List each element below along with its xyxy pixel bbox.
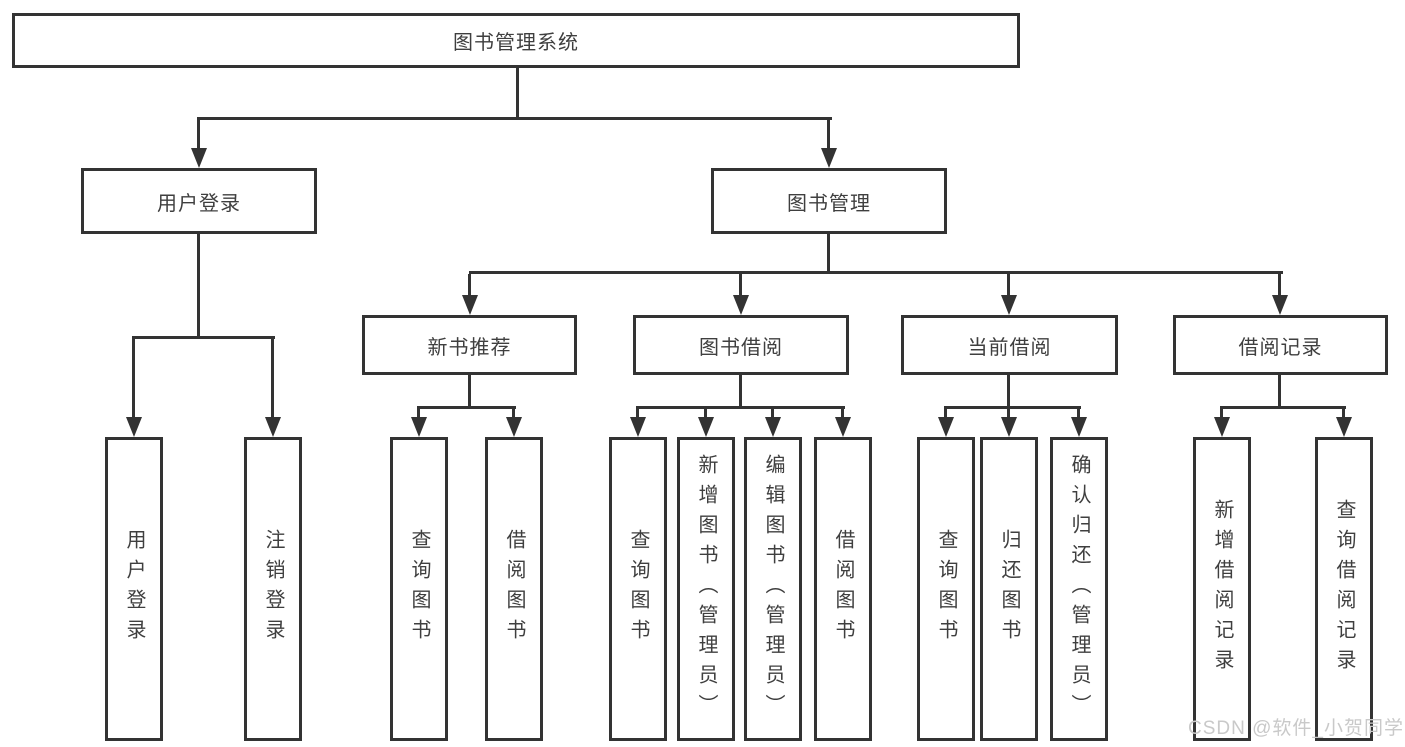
node-library-management-system: 图书管理系统 <box>12 13 1020 68</box>
connector-stem-leaf <box>512 409 515 419</box>
connector-stem-leaf <box>771 409 774 419</box>
leaf-current-query-books: 查询图书 <box>917 437 975 741</box>
leaf-label: 借阅图书 <box>503 529 525 649</box>
connector-user-login-stem <box>197 234 200 339</box>
arrowhead-down-icon <box>191 148 207 168</box>
connector-book-borrowing-stem <box>739 375 742 409</box>
connector-stem-leaf <box>271 339 274 419</box>
arrowhead-down-icon <box>411 417 427 437</box>
leaf-label: 查询借阅记录 <box>1333 499 1355 679</box>
connector-book-borrowing-split <box>636 406 845 409</box>
connector-new-book-stem <box>468 375 471 409</box>
node-label: 图书管理系统 <box>453 32 579 54</box>
leaf-confirm-return-admin: 确认归还（管理员） <box>1050 437 1108 741</box>
arrowhead-down-icon <box>630 417 646 437</box>
leaf-newbook-query-books: 查询图书 <box>390 437 448 741</box>
leaf-edit-book-admin: 编辑图书（管理员） <box>744 437 802 741</box>
arrowhead-down-icon <box>698 417 714 437</box>
connector-stem-current-borrowing <box>1007 274 1010 297</box>
connector-root-stem <box>516 68 519 120</box>
leaf-label: 查询图书 <box>627 529 649 649</box>
leaf-query-borrow-record: 查询借阅记录 <box>1315 437 1373 741</box>
leaf-logout: 注销登录 <box>244 437 302 741</box>
arrowhead-down-icon <box>1001 295 1017 315</box>
node-borrowing-records: 借阅记录 <box>1173 315 1388 375</box>
arrowhead-down-icon <box>821 148 837 168</box>
connector-root-split <box>197 117 832 120</box>
node-label: 新书推荐 <box>427 336 512 359</box>
node-current-borrowing: 当前借阅 <box>901 315 1118 375</box>
connector-stem-leaf <box>1220 409 1223 419</box>
node-book-borrowing: 图书借阅 <box>633 315 849 375</box>
leaf-label: 新增图书（管理员） <box>695 454 717 724</box>
connector-stem-leaf <box>841 409 844 419</box>
connector-book-management-stem <box>827 234 830 274</box>
leaf-label: 用户登录 <box>123 529 145 649</box>
connector-stem-new-book <box>468 274 471 297</box>
leaf-label: 注销登录 <box>262 529 284 649</box>
connector-stem-user-login <box>197 120 200 151</box>
connector-borrowing-records-split <box>1220 406 1346 409</box>
leaf-label: 确认归还（管理员） <box>1068 454 1090 724</box>
connector-stem-leaf <box>944 409 947 419</box>
arrowhead-down-icon <box>462 295 478 315</box>
leaf-add-book-admin: 新增图书（管理员） <box>677 437 735 741</box>
arrowhead-down-icon <box>1272 295 1288 315</box>
arrowhead-down-icon <box>733 295 749 315</box>
connector-current-borrowing-split <box>944 406 1081 409</box>
connector-stem-leaf <box>1077 409 1080 419</box>
arrowhead-down-icon <box>265 417 281 437</box>
leaf-label: 借阅图书 <box>832 529 854 649</box>
node-label: 借阅记录 <box>1238 336 1323 359</box>
connector-user-login-split <box>132 336 275 339</box>
connector-current-borrowing-stem <box>1007 375 1010 409</box>
leaf-return-books: 归还图书 <box>980 437 1038 741</box>
node-user-login: 用户登录 <box>81 168 317 234</box>
leaf-label: 查询图书 <box>935 529 957 649</box>
leaf-borrowing-query-books: 查询图书 <box>609 437 667 741</box>
connector-stem-book-borrowing <box>739 274 742 297</box>
connector-stem-leaf <box>1342 409 1345 419</box>
node-label: 图书借阅 <box>699 336 783 359</box>
connector-stem-leaf <box>1007 409 1010 419</box>
csdn-watermark: CSDN @软件_小贺同学 <box>1188 718 1404 739</box>
arrowhead-down-icon <box>1214 417 1230 437</box>
arrowhead-down-icon <box>765 417 781 437</box>
leaf-newbook-borrow-books: 借阅图书 <box>485 437 543 741</box>
connector-stem-leaf <box>636 409 639 419</box>
connector-book-management-split <box>469 271 1283 274</box>
node-label: 当前借阅 <box>967 336 1052 359</box>
arrowhead-down-icon <box>835 417 851 437</box>
node-new-book-recommendation: 新书推荐 <box>362 315 577 375</box>
node-label: 用户登录 <box>157 192 241 215</box>
node-label: 图书管理 <box>787 192 871 215</box>
leaf-label: 编辑图书（管理员） <box>762 454 784 724</box>
node-book-management: 图书管理 <box>711 168 947 234</box>
leaf-label: 查询图书 <box>408 529 430 649</box>
leaf-user-login: 用户登录 <box>105 437 163 741</box>
arrowhead-down-icon <box>506 417 522 437</box>
arrowhead-down-icon <box>1336 417 1352 437</box>
connector-stem-borrowing-records <box>1278 274 1281 297</box>
connector-stem-leaf <box>704 409 707 419</box>
leaf-label: 归还图书 <box>998 529 1020 649</box>
connector-borrowing-records-stem <box>1278 375 1281 409</box>
arrowhead-down-icon <box>1001 417 1017 437</box>
leaf-borrowing-borrow-books: 借阅图书 <box>814 437 872 741</box>
connector-stem-book-management <box>827 120 830 151</box>
arrowhead-down-icon <box>126 417 142 437</box>
leaf-add-borrow-record: 新增借阅记录 <box>1193 437 1251 741</box>
connector-new-book-split <box>417 406 516 409</box>
arrowhead-down-icon <box>1071 417 1087 437</box>
leaf-label: 新增借阅记录 <box>1211 499 1233 679</box>
connector-stem-leaf <box>132 339 135 419</box>
connector-stem-leaf <box>417 409 420 419</box>
arrowhead-down-icon <box>938 417 954 437</box>
